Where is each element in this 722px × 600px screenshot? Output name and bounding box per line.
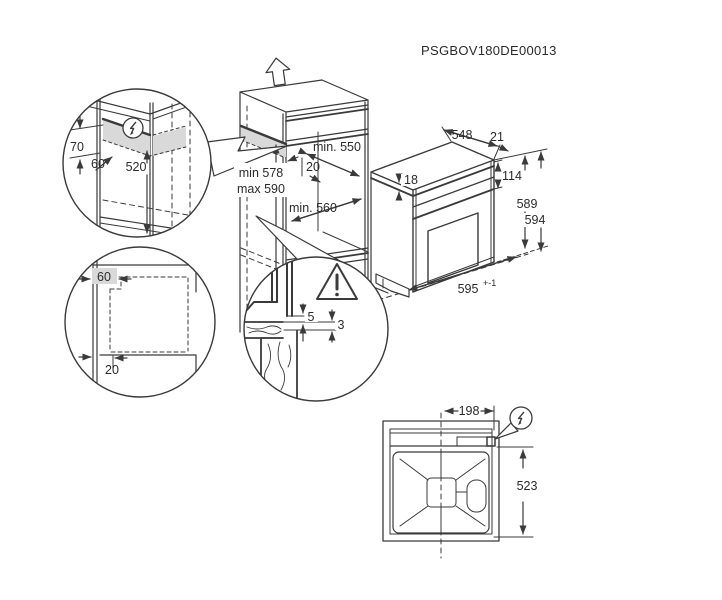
dim-oven-width-tolerance: +-1 [483, 278, 496, 288]
part-code: PSGBOV180DE00013 [421, 43, 557, 58]
dim-zone-distance: 520 [126, 160, 147, 174]
dim-connection-offset: 198 [459, 404, 480, 418]
detail-circle [243, 256, 389, 402]
callout-wedge [255, 215, 341, 262]
dim-oven-panel-height: 114 [502, 169, 522, 183]
dim-gap-bottom: 3 [338, 318, 345, 332]
detail-circle [64, 246, 216, 398]
dim-oven-overhang: 21 [490, 130, 504, 144]
dim-niche-depth-bottom: min. 560 [289, 201, 337, 215]
rear-view-drawing [382, 405, 534, 559]
dim-rear-gap: 20 [105, 363, 119, 377]
dim-zone-offset: 60 [91, 157, 105, 171]
mains-terminal [486, 436, 496, 447]
dim-side-clearance: 60 [97, 270, 111, 284]
dim-zone-height: 70 [70, 140, 84, 154]
dim-niche-depth-top: min. 550 [313, 140, 361, 154]
dim-niche-height-min: min 578 [239, 166, 284, 180]
dim-front-gap: 20 [306, 160, 320, 174]
dim-oven-depth: 548 [452, 128, 473, 142]
up-arrow-icon [265, 57, 291, 87]
side-clearance-detail [64, 246, 216, 398]
dim-oven-height-body: 589 [517, 197, 538, 211]
dim-oven-height-total: 594 [525, 213, 546, 227]
labels: PSGBOV180DE00013 min. 550 20 min 578 max… [70, 43, 557, 493]
dim-gap-top: 5 [308, 310, 315, 324]
dim-niche-height-max: max 590 [237, 182, 285, 196]
callout-wedge [206, 136, 288, 177]
gap-detail [243, 215, 389, 402]
warning-triangle-icon [316, 263, 358, 300]
dim-oven-top-inset: 18 [404, 173, 418, 187]
dim-oven-width: 595 [458, 282, 479, 296]
dim-connection-height: 523 [517, 479, 538, 493]
